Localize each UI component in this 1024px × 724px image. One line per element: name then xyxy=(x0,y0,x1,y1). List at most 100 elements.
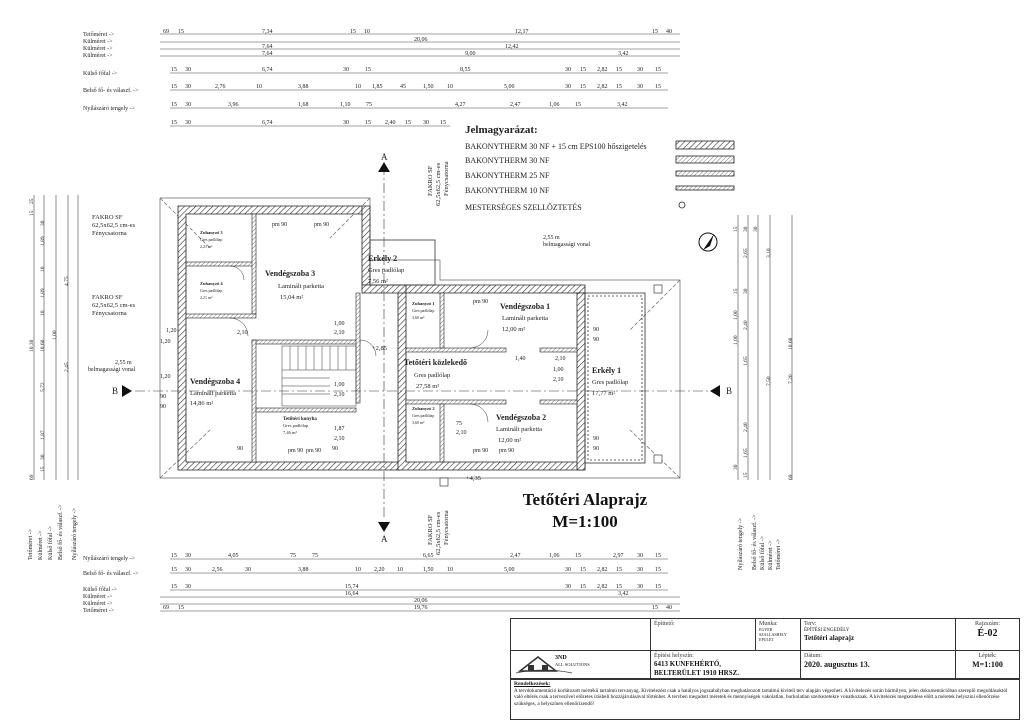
location-label: Építési helyszín: xyxy=(654,653,694,659)
left-vlabel-2: Külső főfal -> xyxy=(47,525,54,560)
client-label: Építtető: xyxy=(654,621,675,627)
room-area: 12,00 m² xyxy=(498,437,521,444)
section-a-top-marker xyxy=(378,162,390,172)
legend-swatches xyxy=(675,140,735,209)
room-name: Vendégszoba 3 xyxy=(265,269,315,278)
belmag-2-value: 2,55 m xyxy=(115,360,132,366)
bot-dim-r1-11: 15 xyxy=(655,553,661,559)
left-vlabel-4: Nyílászáró tengely -> xyxy=(72,507,78,560)
room-floor: Gres padlólap xyxy=(283,423,309,428)
door-label-3: 2,10 xyxy=(237,330,248,336)
room-floor: Laminált parketta xyxy=(190,390,236,397)
work-line-1: SZALLASHELY xyxy=(759,631,787,637)
bot-dim-r1-6: 2,47 xyxy=(510,553,521,559)
top-dim-r7-3: 1,68 xyxy=(298,102,309,108)
pm-label-5: pm 90 xyxy=(473,448,488,454)
left-vdim-16: 69 xyxy=(29,474,35,480)
skylight-3 xyxy=(439,477,449,487)
top-dim-r8-4: 15 xyxy=(365,120,371,126)
top-dim-r5-4: 15 xyxy=(365,67,371,73)
room-floor: Gres padlólap xyxy=(200,288,222,293)
bot-dim-r2-12: 15 xyxy=(580,567,586,573)
fakro-2-line-0: FAKRO SF xyxy=(92,294,123,301)
section-a-top-label: A xyxy=(381,152,388,162)
misc-2: 90 xyxy=(593,436,599,442)
top-dim-r5-3: 30 xyxy=(343,67,349,73)
fakro-1-line-0: FAKRO SF xyxy=(92,214,123,221)
dim-label-top-0: Tetőméret -> xyxy=(83,32,115,38)
drawing-title-block: Tetőtéri Alaprajz M=1:100 xyxy=(500,490,670,532)
misc-dim-labels: 90 90 90 90 90 90 1,20 1,20 90 90 xyxy=(160,327,599,452)
bot-dim-r2-8: 1,50 xyxy=(423,567,434,573)
left-vdim-9: 10,60 xyxy=(40,339,46,352)
bot-dim-r3-6: 15 xyxy=(616,584,622,590)
door-label-4: 1,00 xyxy=(334,382,345,388)
door-label-0: 1,00 xyxy=(334,321,345,327)
left-vdim-1: 25 xyxy=(29,198,35,204)
level-marker-1: +2,85 xyxy=(372,345,387,352)
left-vdim-0: 15 xyxy=(29,210,35,216)
room-floor: Gres padlólap xyxy=(200,237,222,242)
right-vdim-12: 7,50 xyxy=(766,376,772,386)
location-line-1: BELTERÜLET 1910 HRSZ. xyxy=(654,668,740,677)
misc-3: 90 xyxy=(593,446,599,452)
work-line-0: EGYEB xyxy=(759,627,773,633)
top-dim-r7-4: 1,10 xyxy=(340,102,351,108)
top-dim-r5-9: 15 xyxy=(616,67,622,73)
top-dim-values: 69 15 7,34 15 10 12,17 15 40 20,06 7,64 … xyxy=(163,29,672,126)
section-a-bottom-marker xyxy=(378,522,390,532)
top-dim-r5-11: 15 xyxy=(655,67,661,73)
dim-label-top-5: Belső fő- és válaszf. -> xyxy=(83,87,139,94)
top-dim-r6-7: 45 xyxy=(400,84,406,90)
fakro-1-line-1: 62,5x62,5 cm-es xyxy=(92,222,136,229)
notes-title: Rendelkezések: xyxy=(514,681,551,687)
door-label-5: 2,10 xyxy=(334,392,345,398)
right-vlabel-3: Külméret -> xyxy=(768,540,774,570)
door-label-12: 75 xyxy=(456,421,462,427)
bot-dim-r6-3: 15 xyxy=(652,605,658,611)
right-vertical-labels: Nyílászáró tengely -> Belső fő- és válas… xyxy=(738,514,782,570)
legend-item-0: BAKONYTHERM 30 NF + 15 cm EPS100 hőszige… xyxy=(465,142,647,151)
belmag-2-label: belmagassági vonal xyxy=(88,367,135,373)
top-dim-r6-15: 30 xyxy=(637,84,643,90)
left-vlabel-1: Külméret -> xyxy=(38,530,44,560)
bottom-dimension-lines xyxy=(160,558,680,612)
left-vdim-14: 30 xyxy=(40,454,46,460)
misc-5: 90 xyxy=(160,404,166,410)
exterior-walls xyxy=(177,205,586,471)
bot-dim-r5-0: 20,06 xyxy=(414,598,428,604)
dim-label-top-1: Külméret -> xyxy=(83,39,113,45)
top-dim-r6-14: 15 xyxy=(616,84,622,90)
room-name: Vendégszoba 4 xyxy=(190,377,240,386)
left-vertical-labels: Tetőméret -> Külméret -> Külső főfal -> … xyxy=(28,504,78,560)
door-labels: 1,00 2,10 1,20 2,10 1,00 2,10 1,40 2,10 … xyxy=(166,321,566,442)
drawing-no-label: Rajzszám: xyxy=(975,621,1000,627)
pm-label-3: pm 90 xyxy=(306,448,321,454)
right-vdim-9: 1,00 xyxy=(733,335,739,345)
top-dim-r7-9: 15 xyxy=(575,102,581,108)
work-line-2: EPULET xyxy=(759,636,774,642)
top-dim-r6-3: 10 xyxy=(256,84,262,90)
bot-dim-r3-2: 15,74 xyxy=(345,584,359,590)
room-area: 2,21 m² xyxy=(200,244,213,250)
room-floor: Laminált parketta xyxy=(502,315,548,322)
right-vdim-8: 2,40 xyxy=(743,320,749,330)
pm-label-6: pm 90 xyxy=(499,448,514,454)
room-tetoteri-konyha: Tetőtéri konyha Gres padlólap 7,46 m² xyxy=(283,417,317,436)
room-erkely-2: Erkély 2 Gres padlólap 7,56 m² xyxy=(368,254,404,285)
location-line-0: 6413 KUNFEHÉRTÓ, xyxy=(654,660,722,669)
logo-text-0: 3ND xyxy=(555,655,567,661)
fakro-annotations: FAKRO SF 62,5x62,5 cm-es Fénycsatorna FA… xyxy=(92,161,450,555)
top-dim-r3-1: 12,42 xyxy=(505,44,519,50)
top-dim-r6-13: 2,82 xyxy=(597,84,608,90)
right-vdim-11: 1,65 xyxy=(743,356,749,366)
dim-label-top-2: Külméret -> xyxy=(83,46,113,52)
top-dim-r6-1: 30 xyxy=(185,84,191,90)
scale-value: M=1:100 xyxy=(972,660,1003,670)
door-label-8: 1,00 xyxy=(553,367,564,373)
top-dim-r1-6: 15 xyxy=(652,29,658,35)
misc-7: 1,20 xyxy=(160,374,171,380)
skylight-1 xyxy=(653,284,663,294)
top-dim-r8-6: 15 xyxy=(405,120,411,126)
